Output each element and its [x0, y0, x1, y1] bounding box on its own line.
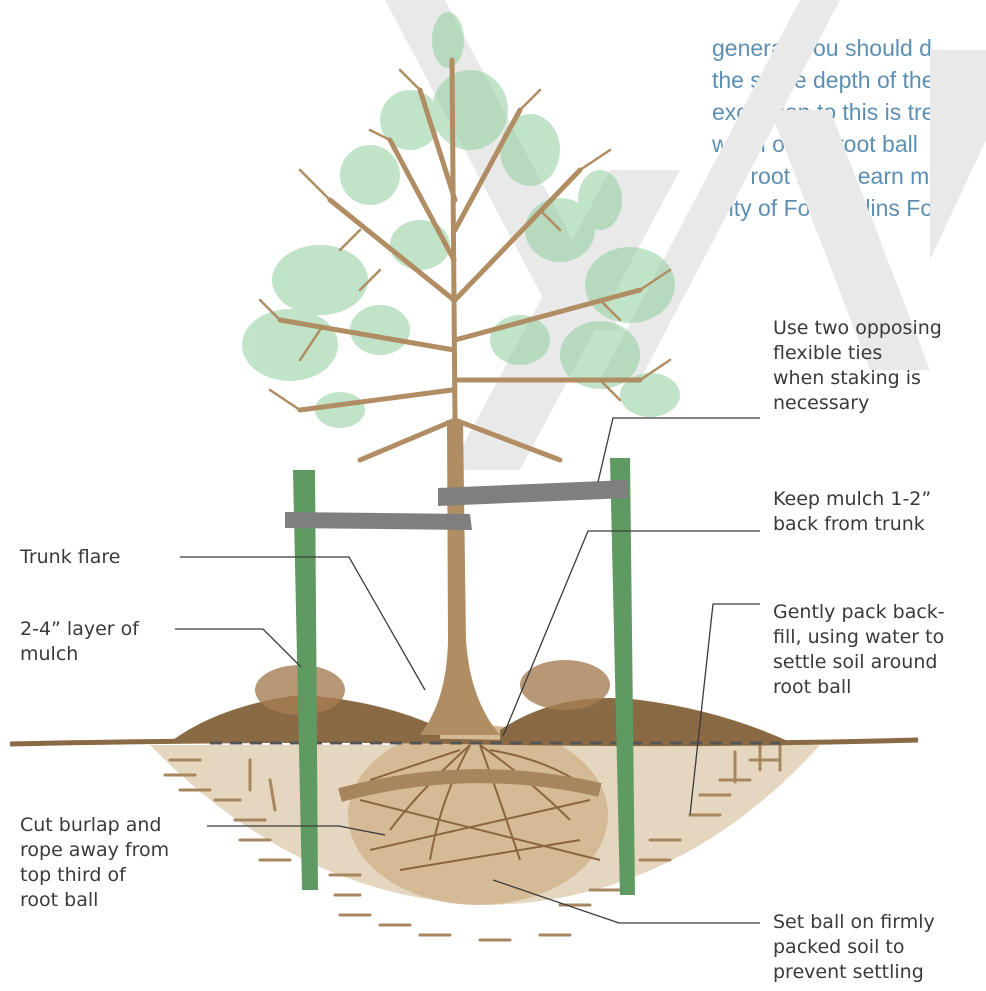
callout-line: rope away from	[20, 838, 169, 863]
callout-line: packed soil to	[773, 935, 935, 960]
callout-cut-burlap: Cut burlap and rope away from top third …	[20, 813, 169, 913]
callout-line: fill, using water to	[773, 625, 945, 650]
tie-right	[438, 480, 628, 506]
callout-set-ball: Set ball on firmly packed soil to preven…	[773, 910, 935, 985]
callout-line: when staking is	[773, 366, 942, 391]
callout-line: necessary	[773, 391, 942, 416]
callout-mulch-layer: 2-4” layer of mulch	[20, 617, 139, 667]
callout-line: 2-4” layer of	[20, 617, 139, 642]
callout-line: Gently pack back-	[773, 600, 945, 625]
root-ball	[348, 725, 608, 905]
callout-line: Cut burlap and	[20, 813, 169, 838]
callout-backfill: Gently pack back- fill, using water to s…	[773, 600, 945, 700]
callout-line: flexible ties	[773, 341, 942, 366]
callout-line: root ball	[773, 675, 945, 700]
callout-line: top third of	[20, 863, 169, 888]
callout-line: prevent settling	[773, 960, 935, 985]
callout-line: root ball	[20, 888, 169, 913]
callout-line: back from trunk	[773, 512, 931, 537]
callout-line: Keep mulch 1-2”	[773, 487, 931, 512]
mulch-pile-right	[520, 660, 610, 710]
callout-line: settle soil around	[773, 650, 945, 675]
ground-line	[10, 740, 918, 744]
callout-flexible-ties: Use two opposing flexible ties when stak…	[773, 316, 942, 416]
callout-trunk-flare: Trunk flare	[20, 545, 120, 570]
tie-left	[285, 512, 472, 530]
callout-line: mulch	[20, 642, 139, 667]
callout-mulch-back: Keep mulch 1-2” back from trunk	[773, 487, 931, 537]
callout-line: Set ball on firmly	[773, 910, 935, 935]
callout-line: Trunk flare	[20, 545, 120, 570]
callout-line: Use two opposing	[773, 316, 942, 341]
